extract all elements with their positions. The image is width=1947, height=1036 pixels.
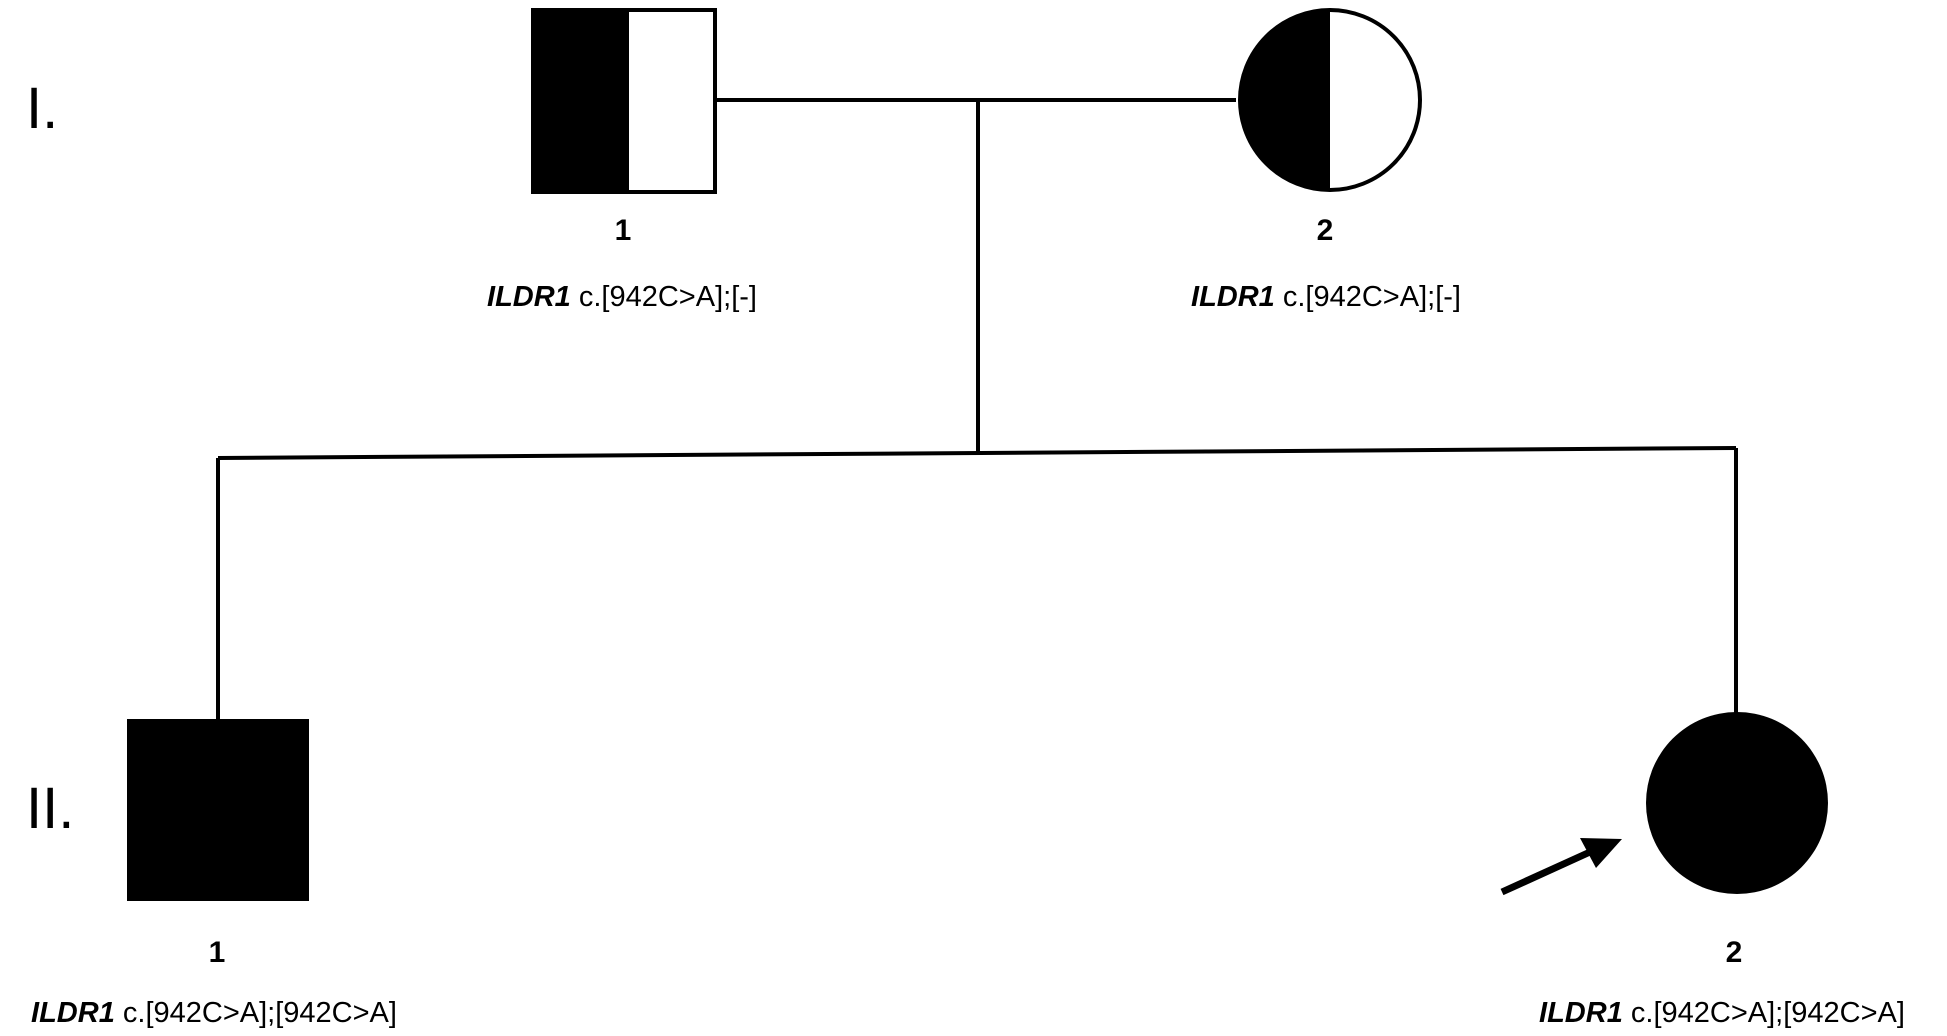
genotype-value: c.[942C>A];[-] <box>571 281 757 313</box>
genotype-II-2: ILDR1 c.[942C>A];[942C>A] <box>1539 997 1905 1029</box>
genotype-II-1: ILDR1 c.[942C>A];[942C>A] <box>31 997 397 1029</box>
individual-I-1 <box>531 8 717 194</box>
id-number-I-2: 2 <box>1317 214 1334 247</box>
gene-name: ILDR1 <box>1191 281 1275 313</box>
sibship-line <box>217 446 1737 460</box>
gene-name: ILDR1 <box>1539 997 1623 1029</box>
generation-label-1: I. <box>26 76 58 141</box>
proband-arrow-icon <box>1500 838 1622 896</box>
genotype-value: c.[942C>A];[942C>A] <box>115 997 397 1029</box>
genotype-value: c.[942C>A];[942C>A] <box>1623 997 1905 1029</box>
individual-II-1-affected-square <box>127 719 309 901</box>
generation-label-2: II. <box>26 776 74 841</box>
carrier-fill <box>533 10 629 192</box>
carrier-fill <box>1240 10 1330 190</box>
id-number-II-2: 2 <box>1726 936 1743 969</box>
genotype-I-2: ILDR1 c.[942C>A];[-] <box>1191 281 1461 313</box>
female-circle-symbol <box>1238 8 1422 192</box>
individual-I-2 <box>1238 8 1422 192</box>
gene-name: ILDR1 <box>31 997 115 1029</box>
male-square-symbol <box>531 8 717 194</box>
individual-II-2-affected-circle <box>1646 712 1828 894</box>
genotype-I-1: ILDR1 c.[942C>A];[-] <box>487 281 757 313</box>
genotype-value: c.[942C>A];[-] <box>1275 281 1461 313</box>
id-number-II-1: 1 <box>209 936 226 969</box>
id-number-I-1: 1 <box>615 214 632 247</box>
gene-name: ILDR1 <box>487 281 571 313</box>
